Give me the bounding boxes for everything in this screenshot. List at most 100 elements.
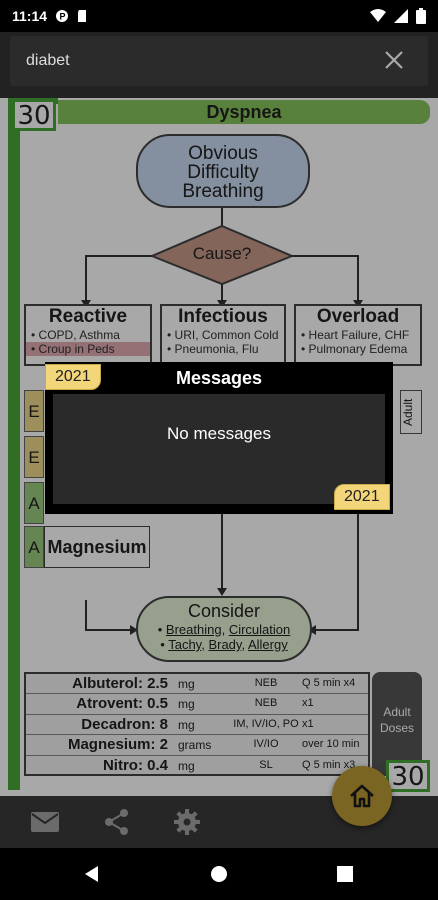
infectious-title: Infectious [178, 306, 268, 327]
dose-frequency: x1 [302, 697, 314, 710]
dose-amount: 2 [159, 736, 168, 754]
settings-icon[interactable] [172, 808, 202, 836]
start-line-2: Difficulty [187, 162, 259, 183]
dose-frequency: over 10 min [302, 738, 360, 751]
app-notification-icon: P [56, 10, 69, 22]
messages-dialog: Messages No messages [45, 362, 393, 514]
consider-tachy-link[interactable]: Tachy [168, 637, 202, 652]
wifi-icon [370, 9, 386, 22]
dose-drug: Nitro: [102, 756, 143, 774]
dose-frequency: x1 [302, 717, 314, 730]
consider-line-1: • Breathing, Circulation [157, 622, 291, 637]
dose-amount: 8 [159, 715, 168, 733]
infectious-item-1: • URI, Common Cold [167, 328, 279, 342]
dose-frequency: Q 5 min x4 [302, 677, 356, 689]
consider-title: Consider [187, 601, 261, 621]
dose-drug: Albuterol: [72, 675, 143, 692]
status-bar: 11:14 P [0, 0, 438, 32]
footer-page-number: 30 [386, 760, 430, 792]
start-line-1: Obvious [188, 143, 258, 164]
side-letter-a2: A [24, 526, 44, 568]
protocol-title: Dyspnea [58, 100, 430, 124]
home-fab[interactable] [332, 766, 392, 826]
dose-route: IV/IO [253, 738, 279, 751]
dose-route: SL [259, 758, 273, 771]
recents-icon[interactable] [336, 865, 354, 883]
dose-unit: mg [178, 758, 195, 773]
decision-label: Cause? [192, 244, 252, 263]
share-icon[interactable] [102, 808, 132, 836]
magnesium-box[interactable]: Magnesium [44, 526, 150, 568]
infectious-item-2-text: Pneumonia, Flu [174, 342, 259, 356]
dose-drug-amount: Decadron: 8 [81, 716, 168, 733]
reactive-item-2: • Croup in Peds [26, 342, 150, 356]
side-letter-e1: E [24, 390, 44, 432]
dose-row[interactable]: Atrovent: 0.5 mg NEB x1 [26, 694, 368, 715]
reactive-box[interactable]: Reactive • COPD, Asthma • Croup in Peds [24, 304, 152, 366]
overload-item-1-text: Heart Failure, CHF [308, 328, 410, 342]
search-input[interactable]: diabet [10, 36, 428, 86]
dose-drug-amount: Albuterol: 2.5 [72, 675, 168, 692]
infectious-item-2: • Pneumonia, Flu [167, 342, 259, 356]
consider-breathing-link[interactable]: Breathing [165, 622, 222, 637]
dose-drug-amount: Magnesium: 2 [68, 736, 168, 753]
infectious-box[interactable]: Infectious • URI, Common Cold • Pneumoni… [160, 304, 286, 366]
dose-unit: grams [178, 738, 212, 753]
home-icon [350, 784, 374, 808]
overload-item-2-text: Pulmonary Edema [308, 342, 408, 356]
consider-allergy-link[interactable]: Allergy [247, 637, 288, 652]
dose-unit: mg [178, 677, 195, 691]
magnesium-label: Magnesium [47, 537, 147, 557]
dose-unit: mg [178, 717, 195, 732]
home-circle-icon[interactable] [209, 864, 229, 884]
status-right [370, 8, 426, 24]
messages-list: No messages [53, 394, 385, 504]
year-tag-bottom: 2021 [334, 484, 390, 510]
dose-drug-amount: Atrovent: 0.5 [76, 695, 168, 712]
page-number-badge: 30 [12, 99, 56, 131]
dose-row[interactable]: Magnesium: 2 grams IV/IO over 10 min [26, 735, 368, 756]
dose-drug: Decadron: [81, 715, 156, 733]
start-line-3: Breathing [182, 181, 264, 202]
reactive-title: Reactive [48, 306, 128, 327]
infectious-item-1-text: URI, Common Cold [174, 328, 279, 342]
dose-row[interactable]: Nitro: 0.4 mg SL Q 5 min x3 [26, 756, 368, 776]
dose-route: NEB [254, 677, 278, 689]
dialog-title: Messages [175, 368, 263, 388]
battery-icon [416, 8, 426, 24]
start-node: Obvious Difficulty Breathing [136, 134, 310, 208]
reactive-item-2-text: Croup in Peds [38, 342, 115, 356]
consider-circulation-link[interactable]: Circulation [228, 622, 291, 637]
mail-icon[interactable] [30, 808, 60, 836]
status-time: 11:14 [12, 8, 48, 24]
dose-amount: 0.5 [147, 695, 168, 713]
dose-row[interactable]: Albuterol: 2.5 mg NEB Q 5 min x4 [26, 674, 368, 695]
sd-card-icon [78, 10, 87, 22]
dose-drug: Magnesium: [67, 736, 156, 754]
overload-item-2: • Pulmonary Edema [301, 342, 408, 356]
consider-line-2: • Tachy, Brady, Allergy [160, 637, 288, 652]
reactive-item-1-text: COPD, Asthma [38, 328, 120, 342]
consider-sep-2: , [201, 637, 209, 652]
left-green-rail [8, 98, 20, 790]
clear-search-icon[interactable] [382, 48, 406, 72]
dose-route: IM, IV/IO, PO [233, 717, 299, 730]
consider-sep-1: , [221, 622, 229, 637]
reactive-item-1: • COPD, Asthma [31, 328, 120, 342]
signal-icon [394, 9, 408, 23]
overload-box[interactable]: Overload • Heart Failure, CHF • Pulmonar… [294, 304, 422, 366]
consider-node: Consider • Breathing, Circulation • Tach… [136, 596, 312, 662]
system-nav-bar [0, 848, 438, 900]
dose-row[interactable]: Decadron: 8 mg IM, IV/IO, PO x1 [26, 715, 368, 736]
back-icon[interactable] [82, 864, 102, 884]
year-tag-top: 2021 [45, 364, 101, 390]
overload-title: Overload [316, 306, 400, 327]
empty-messages-text: No messages [167, 424, 271, 443]
side-letter-e2: E [24, 436, 44, 478]
consider-brady-link[interactable]: Brady [208, 637, 242, 652]
search-bar: diabet [0, 32, 438, 98]
consider-sep-3: , [241, 637, 248, 652]
svg-text:P: P [60, 12, 66, 22]
overload-item-1: • Heart Failure, CHF [301, 328, 410, 342]
dose-drug: Atrovent: [76, 695, 143, 713]
